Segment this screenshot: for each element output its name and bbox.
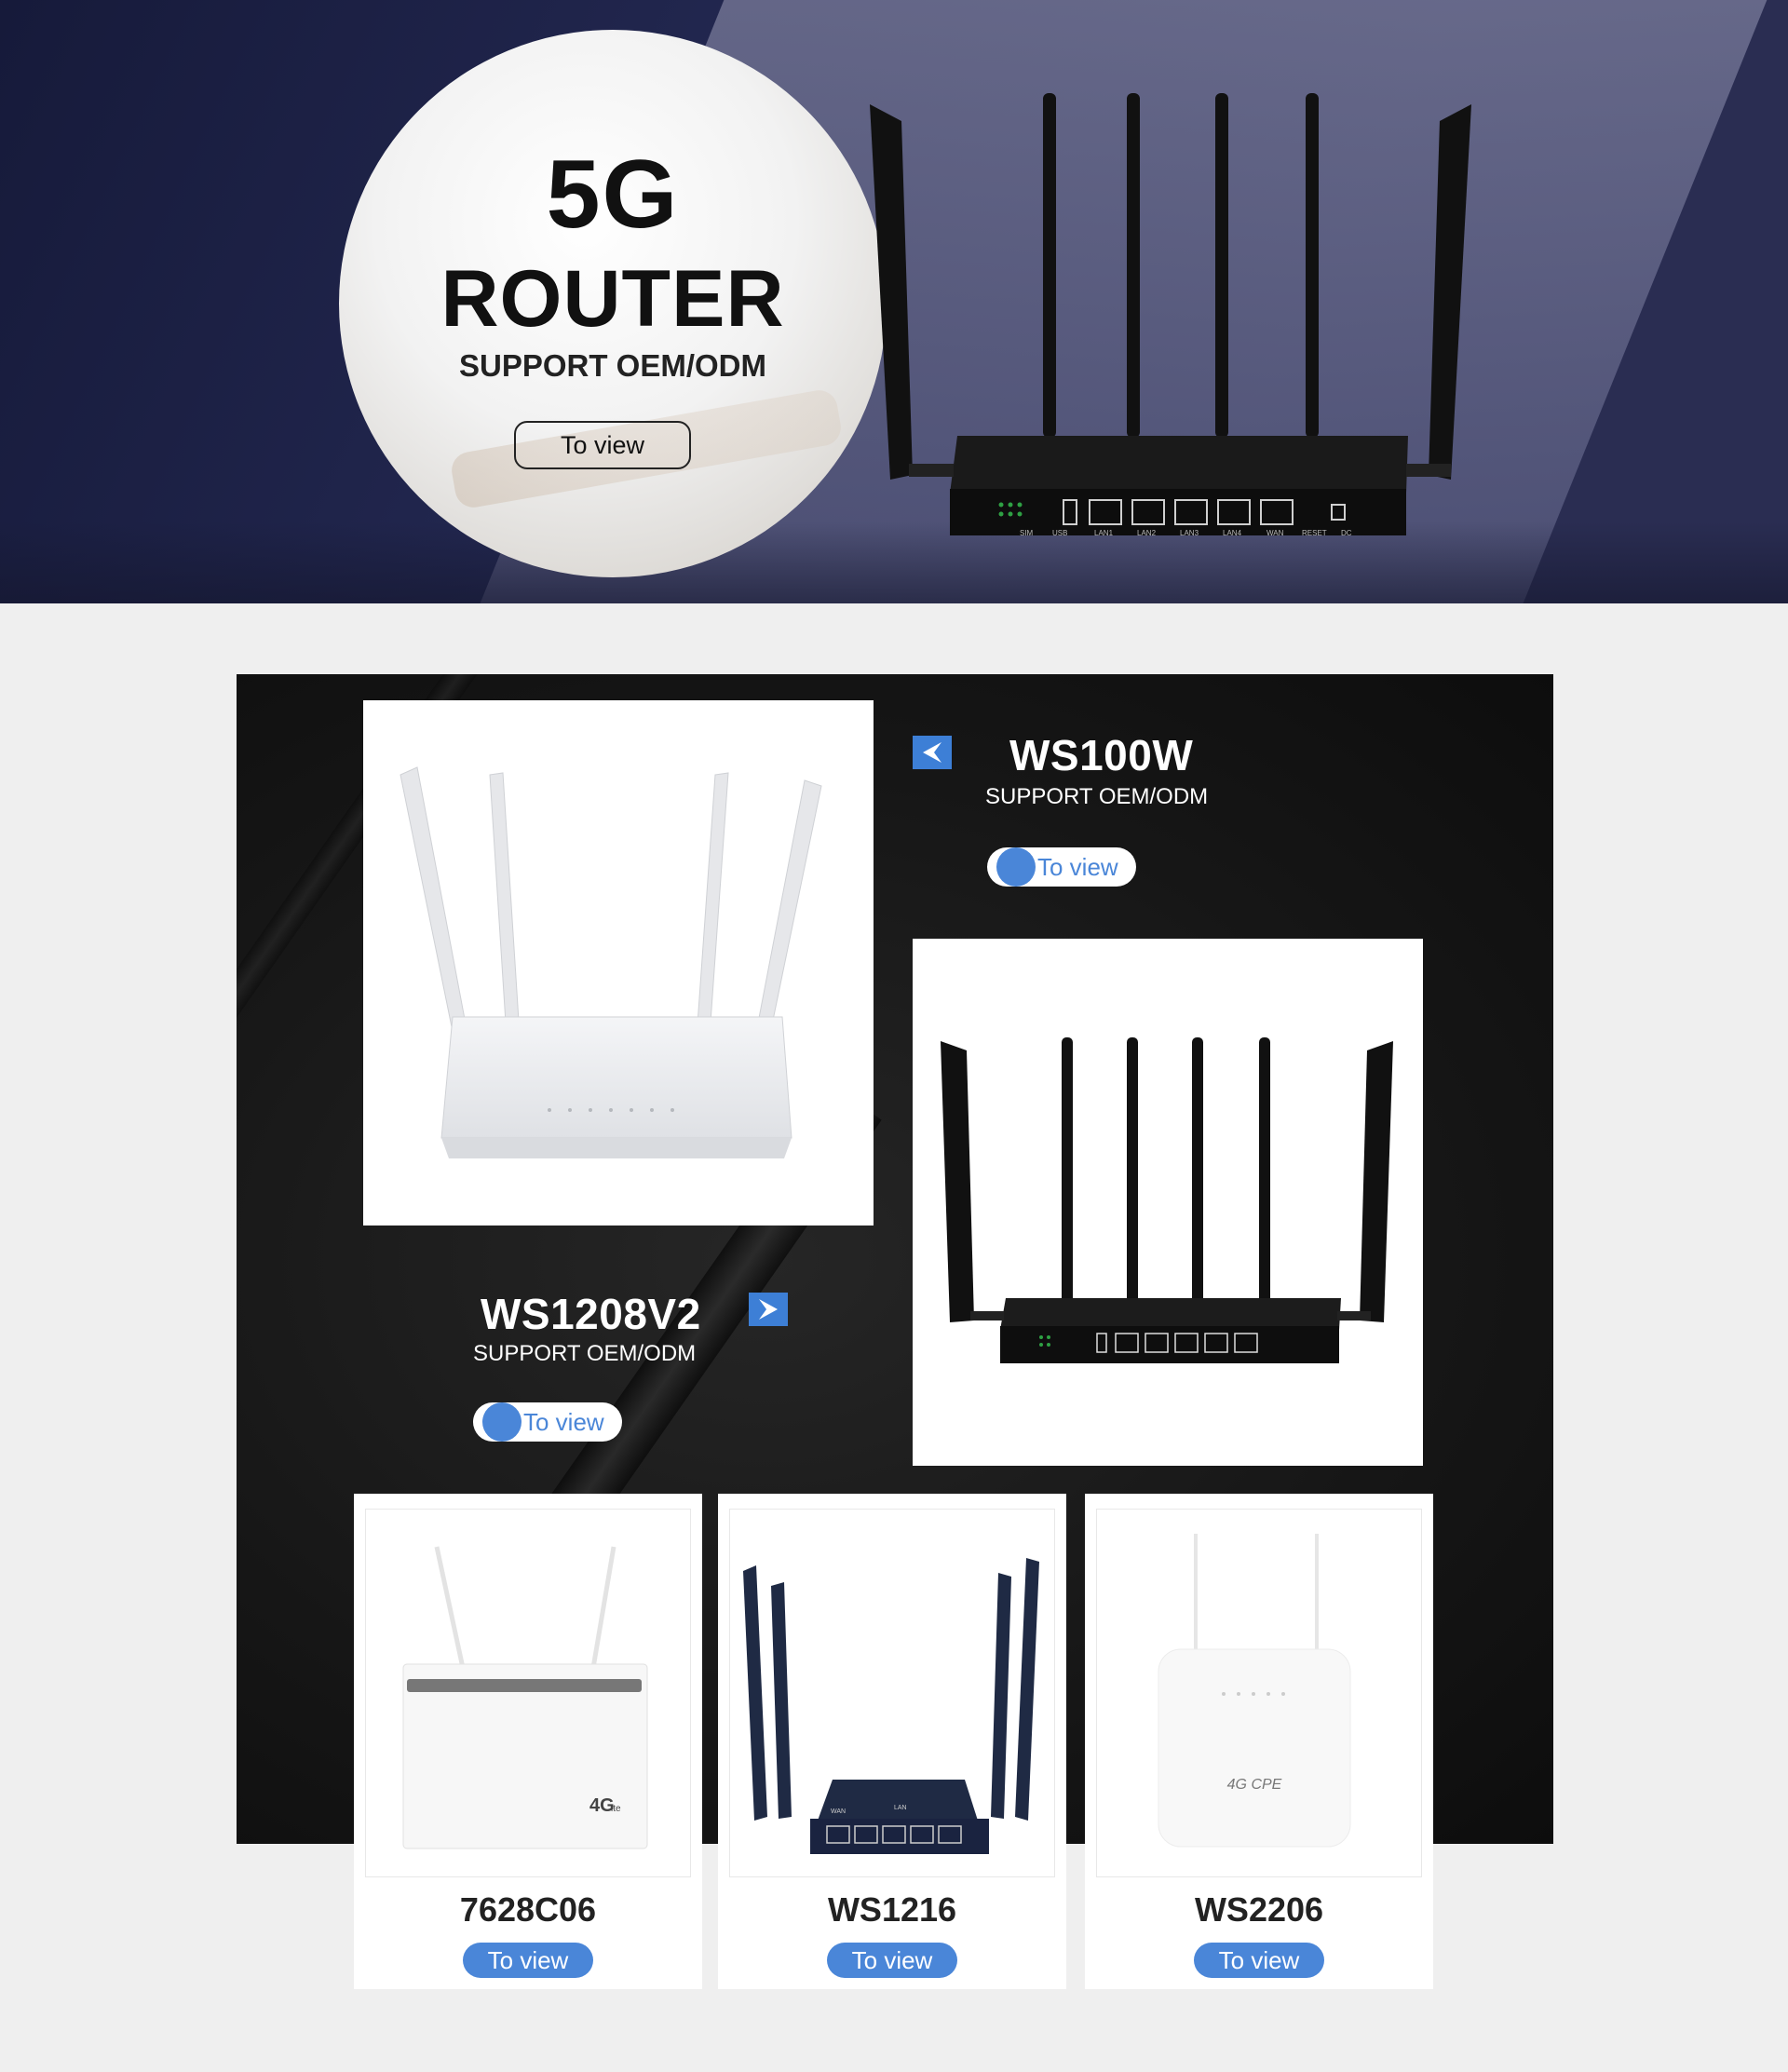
hero-title-line1: 5G — [546, 141, 680, 249]
port-label: WAN — [1266, 529, 1284, 537]
port-label: USB — [1052, 529, 1067, 537]
product-name: WS1216 — [827, 1890, 957, 1929]
chevron-right-icon — [759, 1299, 778, 1320]
product-card[interactable]: WAN LAN WS1216 To view — [718, 1494, 1066, 1989]
hero-floor — [0, 521, 1788, 603]
product-view-button[interactable]: To view — [827, 1943, 957, 1978]
hero-view-button[interactable]: To view — [514, 421, 691, 469]
port-label: LAN — [894, 1805, 907, 1811]
port-label: LAN1 — [1094, 529, 1114, 537]
port-label: WAN — [831, 1808, 846, 1815]
hero-banner: 5G ROUTER SUPPORT OEM/ODM To view — [0, 0, 1788, 603]
product-card[interactable]: 4G lte 7628C06 To view — [354, 1494, 702, 1989]
hero-subtitle: SUPPORT OEM/ODM — [458, 348, 767, 383]
product-image: 4G lte — [365, 1509, 691, 1877]
product-view-button[interactable]: To view — [1194, 1943, 1324, 1978]
pill-dot — [482, 1402, 522, 1442]
hero-title-line2: ROUTER — [440, 254, 785, 344]
next-arrow-button[interactable] — [749, 1293, 788, 1326]
cpe-label: 4G CPE — [1227, 1777, 1282, 1793]
product-view-button[interactable]: To view — [463, 1943, 593, 1978]
featured-view-label: To view — [1037, 852, 1118, 881]
previous-arrow-button[interactable] — [913, 736, 952, 769]
port-label: LAN3 — [1180, 529, 1199, 537]
lte-sub: lte — [611, 1804, 621, 1814]
product-image-white-router[interactable] — [363, 700, 874, 1226]
product-name: WS2206 — [1194, 1890, 1324, 1929]
product-image: 4G CPE — [1096, 1509, 1422, 1877]
pill-dot — [996, 847, 1036, 887]
product-image: WAN LAN — [729, 1509, 1055, 1877]
chevron-left-icon — [923, 742, 941, 763]
product-name: 7628C06 — [459, 1890, 597, 1929]
featured-title: WS1208V2 — [481, 1290, 701, 1338]
product-image-black-router[interactable] — [913, 939, 1423, 1466]
port-label: SIM — [1020, 529, 1034, 537]
port-label: RESET — [1302, 529, 1327, 537]
featured-title: WS100W — [1009, 731, 1194, 779]
port-label: LAN2 — [1137, 529, 1157, 537]
featured-view-button[interactable]: To view — [473, 1402, 622, 1442]
featured-subtitle: SUPPORT OEM/ODM — [985, 784, 1209, 809]
hero-circle — [339, 30, 887, 577]
featured-view-button[interactable]: To view — [987, 847, 1136, 887]
product-card[interactable]: 4G CPE WS2206 To view — [1085, 1494, 1433, 1989]
port-label: LAN4 — [1223, 529, 1242, 537]
port-label: DC — [1341, 529, 1352, 537]
featured-view-label: To view — [523, 1407, 604, 1436]
hero-router-image: USB LAN1 LAN2 LAN3 LAN4 WAN RESET DC SIM — [870, 93, 1471, 537]
featured-subtitle: SUPPORT OEM/ODM — [473, 1341, 697, 1366]
lte-badge: 4G — [589, 1795, 615, 1816]
